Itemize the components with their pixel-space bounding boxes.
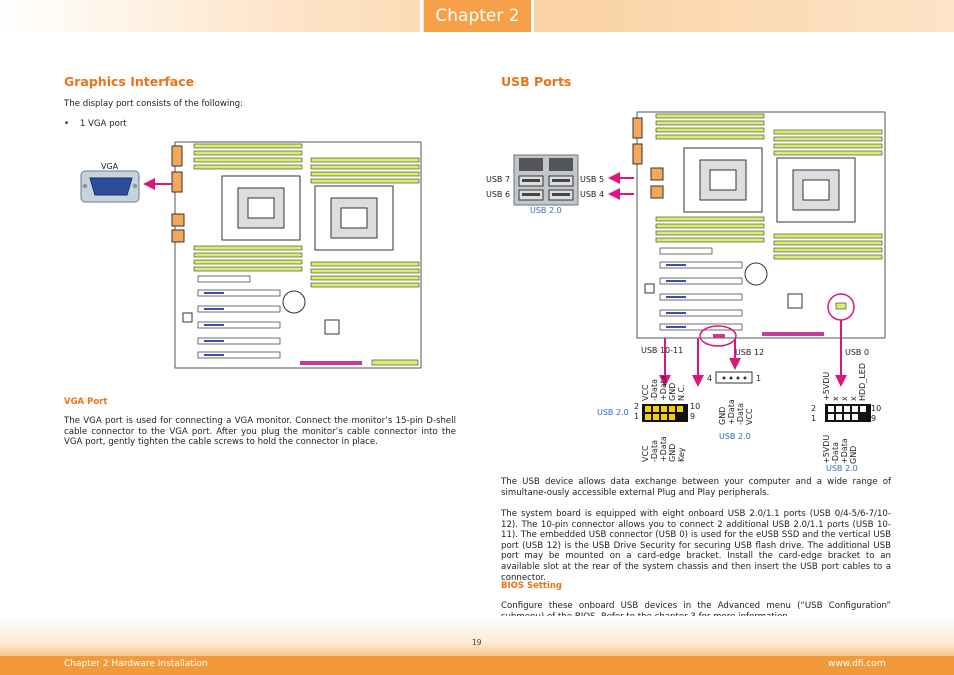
tab-separator (420, 0, 423, 32)
conn1-pin1: 1 (634, 412, 640, 421)
conn1-pin10: 10 (690, 402, 701, 411)
conn3-bottom-labels: +5VDU -Data +Data GND (822, 434, 858, 464)
conn2-labels: GND +Data -Data VCC (718, 399, 754, 425)
vga-section-title: VGA Port (64, 397, 108, 407)
usb-paragraph-2: The system board is equipped with eight … (501, 509, 891, 583)
footer-website-link[interactable]: www.dfi.com (828, 659, 886, 669)
right-motherboard (632, 111, 886, 347)
conn3-version: USB 2.0 (826, 464, 858, 473)
usb-header-4pin (715, 371, 753, 384)
conn3-top-labels: +5VDU x x x HDD_LED (822, 362, 867, 401)
graphics-intro: The display port consists of the followi… (64, 99, 244, 109)
usb6-label: USB 6 (486, 190, 511, 199)
conn2-version: USB 2.0 (719, 432, 751, 441)
bullet-glyph: • (64, 119, 70, 129)
usb0-label: USB 0 (845, 348, 870, 357)
conn1-top-labels: VCC -Data +Data GND N.C. (641, 375, 686, 401)
conn1-version: USB 2.0 (597, 408, 629, 417)
conn1-pin2: 2 (634, 402, 640, 411)
bullet-text: 1 VGA port (79, 119, 127, 129)
conn1-bottom-labels: VCC -Data +Data GND Key (641, 436, 686, 462)
conn2-pin4: 4 (707, 374, 713, 383)
usb1011-label: USB 10-11 (641, 346, 684, 355)
usb-paragraph-1: The USB device allows data exchange betw… (501, 477, 891, 498)
footer-bar (0, 656, 954, 675)
tab-separator (531, 0, 534, 32)
conn3-pin2: 2 (811, 404, 817, 413)
rear-usb-ports-icon (513, 154, 579, 206)
usb-rear-version: USB 2.0 (530, 206, 562, 215)
usb4-label: USB 4 (580, 190, 605, 199)
vga-paragraph: The VGA port is used for connecting a VG… (64, 416, 456, 448)
conn3-pin9: 9 (871, 414, 877, 423)
usb-header-10pin-2 (825, 404, 871, 422)
bullet-item: • 1 VGA port (64, 119, 127, 130)
usb-header-10pin-1 (642, 404, 688, 422)
footer-chapter: Chapter 2 Hardware Installation (64, 659, 208, 669)
vga-label: VGA (101, 162, 119, 171)
bios-setting-title: BIOS Setting (501, 581, 563, 591)
conn2-pin1: 1 (756, 374, 762, 383)
left-motherboard (171, 141, 422, 369)
usb7-label: USB 7 (486, 175, 511, 184)
conn3-pin1: 1 (811, 414, 817, 423)
usb-heading: USB Ports (501, 74, 572, 89)
chapter-title: Chapter 2 (424, 0, 531, 32)
usb12-label: USB 12 (735, 348, 765, 357)
usb5-label: USB 5 (580, 175, 605, 184)
vga-connector-icon (80, 170, 140, 203)
graphics-heading: Graphics Interface (64, 74, 195, 89)
conn3-pin10: 10 (871, 404, 882, 413)
conn1-pin9: 9 (690, 412, 696, 421)
page-number: 19 (472, 638, 482, 647)
